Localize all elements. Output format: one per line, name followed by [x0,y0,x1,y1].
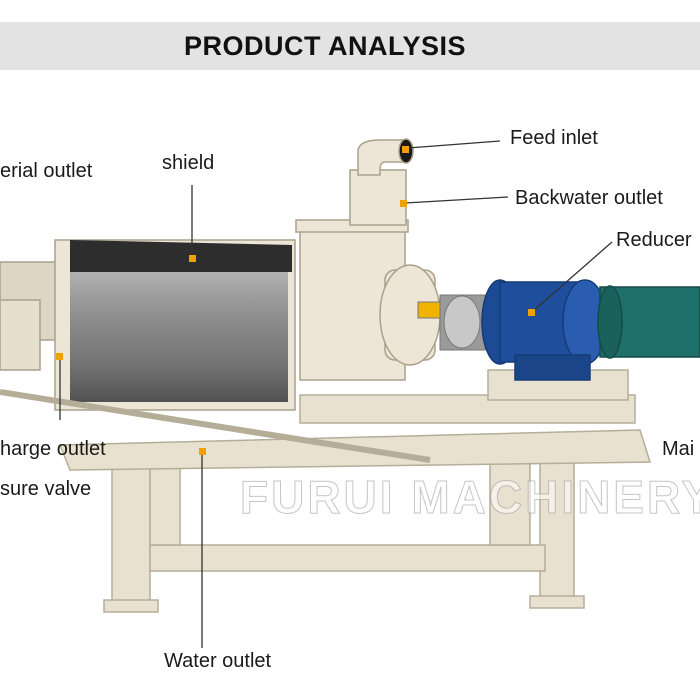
label-main: Mai [662,438,695,460]
label-pressure-valve: sure valve [0,478,92,500]
pressure-pipe [0,389,431,463]
header-banner: PRODUCT ANALYSIS [0,0,700,92]
reducer-gearbox [481,279,608,381]
label-discharge-outlet: harge outlet [0,438,106,460]
markers [56,146,535,455]
label-material-outlet: erial outlet [0,160,93,182]
motor [597,285,700,359]
page-title: PRODUCT ANALYSIS [183,31,467,61]
coupling [417,294,486,351]
shield-cover [70,240,292,402]
label-reducer: Reducer [616,229,692,251]
watermark: FURUI MACHINERY [239,471,700,524]
machine-frame [58,369,652,613]
label-water-outlet: Water outlet [164,650,272,672]
label-feed-inlet: Feed inlet [510,127,598,149]
label-backwater-outlet: Backwater outlet [515,187,663,209]
pointer-lines [59,140,613,648]
header-bar [0,22,700,70]
label-shield: shield [162,152,215,174]
feed-housing [295,138,441,381]
